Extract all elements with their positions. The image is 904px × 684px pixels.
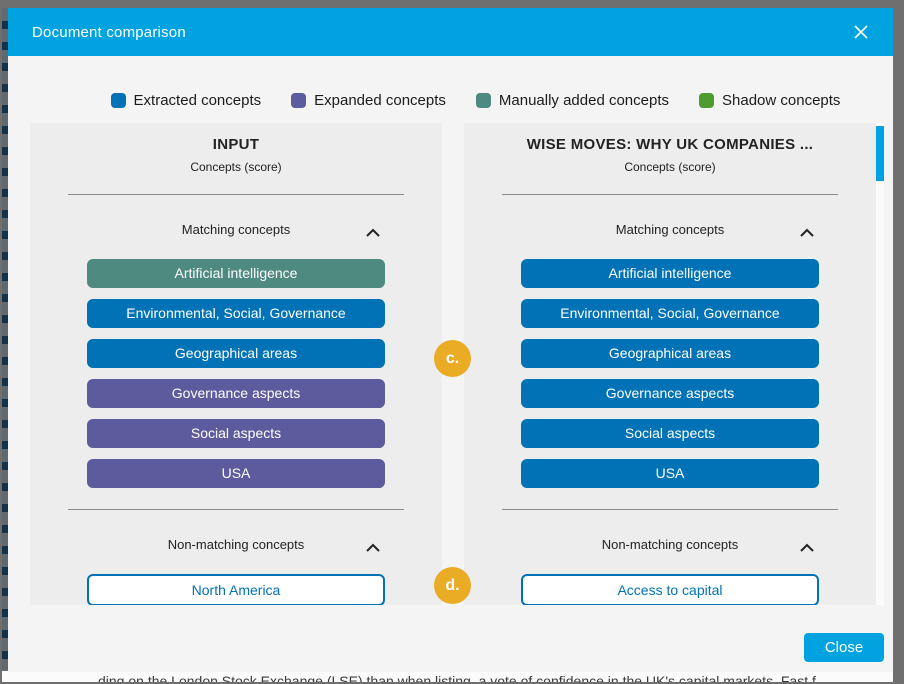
concept-pill[interactable]: Environmental, Social, Governance (521, 299, 819, 328)
annotation-badge-d: d. (434, 567, 471, 604)
background-page-text: ding on the London Stock Exchange (LSE) … (2, 671, 893, 682)
chevron-up-icon[interactable] (800, 224, 814, 242)
concept-legend: Extracted concepts Expanded concepts Man… (68, 92, 883, 109)
nonmatching-pill-list: North America (87, 574, 385, 605)
column-title-input: INPUT (212, 136, 260, 153)
column-subtitle: Concepts (score) (190, 160, 282, 174)
section-label: Non-matching concepts (167, 537, 305, 552)
dialog-header: Document comparison (8, 8, 893, 56)
dialog-title: Document comparison (32, 23, 186, 41)
scrollbar-track[interactable] (876, 123, 884, 605)
chevron-up-icon[interactable] (366, 224, 380, 242)
extracted-swatch-icon (110, 93, 126, 108)
divider (502, 509, 838, 510)
manual-swatch-icon (475, 93, 491, 108)
scrollbar-thumb[interactable] (876, 126, 884, 181)
dialog-footer: Close (8, 605, 893, 672)
nonmatching-concepts-header-right[interactable]: Non-matching concepts (464, 536, 876, 554)
concept-pill[interactable]: Governance aspects (521, 379, 819, 408)
nonmatching-concepts-header-left[interactable]: Non-matching concepts (30, 536, 442, 554)
comparison-columns: INPUT Concepts (score) Matching concepts… (8, 123, 893, 605)
legend-item-expanded: Expanded concepts (291, 92, 446, 109)
close-icon[interactable] (853, 24, 869, 40)
chevron-up-icon[interactable] (800, 539, 814, 557)
concept-pill[interactable]: Social aspects (521, 419, 819, 448)
concept-pill[interactable]: USA (521, 459, 819, 488)
section-label: Matching concepts (615, 222, 725, 237)
concept-pill-outline[interactable]: North America (87, 574, 385, 605)
concept-pill-outline[interactable]: Access to capital (521, 574, 819, 605)
input-column: INPUT Concepts (score) Matching concepts… (30, 123, 442, 605)
concept-pill[interactable]: Artificial intelligence (521, 259, 819, 288)
concept-pill[interactable]: Environmental, Social, Governance (87, 299, 385, 328)
legend-label: Shadow concepts (722, 92, 841, 109)
document-column: WISE MOVES: WHY UK COMPANIES ... Concept… (464, 123, 876, 605)
legend-item-shadow: Shadow concepts (699, 92, 840, 109)
chevron-up-icon[interactable] (366, 539, 380, 557)
legend-label: Manually added concepts (498, 92, 670, 109)
legend-item-manual: Manually added concepts (475, 92, 670, 109)
concept-pill[interactable]: Social aspects (87, 419, 385, 448)
matching-pill-list: Artificial intelligence Environmental, S… (87, 259, 385, 488)
legend-item-extracted: Extracted concepts (110, 92, 262, 109)
section-label: Matching concepts (181, 222, 291, 237)
column-subtitle: Concepts (score) (624, 160, 716, 174)
concept-pill[interactable]: Geographical areas (521, 339, 819, 368)
legend-label: Expanded concepts (314, 92, 446, 109)
close-button[interactable]: Close (804, 633, 884, 662)
background-page-sliver (2, 8, 8, 670)
document-comparison-dialog: Document comparison Extracted concepts E… (8, 8, 893, 672)
concept-pill[interactable]: USA (87, 459, 385, 488)
column-title-document: WISE MOVES: WHY UK COMPANIES ... (526, 136, 814, 153)
concept-pill[interactable]: Governance aspects (87, 379, 385, 408)
concept-pill[interactable]: Artificial intelligence (87, 259, 385, 288)
legend-label: Extracted concepts (133, 92, 262, 109)
nonmatching-pill-list: Access to capital (521, 574, 819, 605)
divider (502, 194, 838, 195)
matching-concepts-header-left[interactable]: Matching concepts (30, 221, 442, 239)
background-text-line: ding on the London Stock Exchange (LSE) … (98, 673, 816, 682)
matching-pill-list: Artificial intelligence Environmental, S… (521, 259, 819, 488)
divider (68, 509, 404, 510)
divider (68, 194, 404, 195)
matching-concepts-header-right[interactable]: Matching concepts (464, 221, 876, 239)
concept-pill[interactable]: Geographical areas (87, 339, 385, 368)
annotation-badge-c: c. (434, 340, 471, 377)
shadow-swatch-icon (699, 93, 715, 108)
expanded-swatch-icon (291, 93, 307, 108)
section-label: Non-matching concepts (601, 537, 739, 552)
